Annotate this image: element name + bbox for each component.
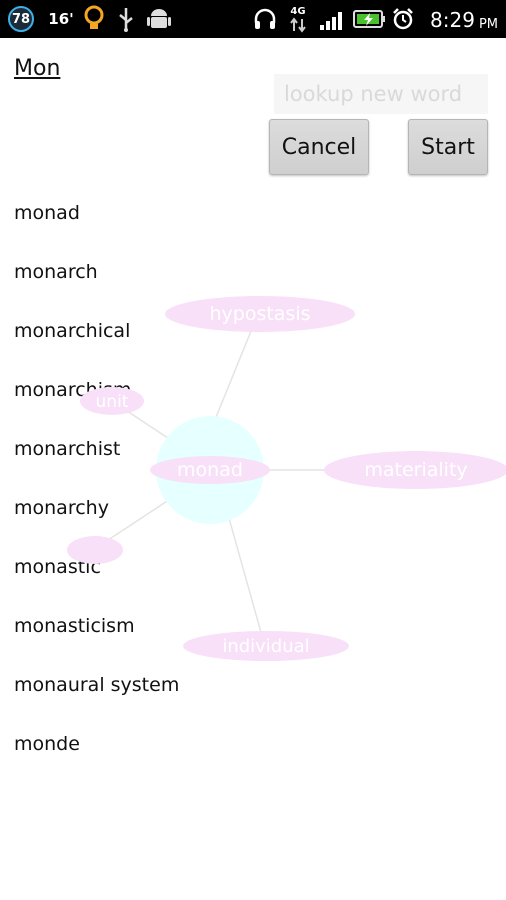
alarm-icon (390, 0, 416, 38)
lightbulb-icon (80, 0, 108, 38)
battery-charging-icon (352, 0, 388, 38)
data-arrows-icon: 4G (286, 0, 310, 38)
headphones-icon (252, 0, 278, 38)
signal-icon (318, 0, 348, 38)
start-button[interactable]: Start (408, 119, 488, 175)
cancel-button[interactable]: Cancel (269, 119, 369, 175)
list-item[interactable]: monasticism (14, 615, 135, 637)
list-item[interactable]: monastic (14, 556, 101, 578)
lookup-input[interactable] (274, 74, 488, 114)
query-link[interactable]: Mon (14, 56, 61, 81)
list-item[interactable]: monad (14, 202, 80, 224)
list-item[interactable]: monaural system (14, 674, 180, 696)
dictionary-screen: Mon Cancel Start monad monarch monarchic… (0, 38, 506, 900)
list-item[interactable]: monarchism (14, 379, 132, 401)
usb-icon (114, 0, 138, 38)
word-list: monad monarch monarchical monarchism mon… (0, 186, 506, 776)
android-icon (146, 0, 172, 38)
list-item[interactable]: monde (14, 733, 80, 755)
list-item[interactable]: monarchist (14, 438, 121, 460)
notification-badge: 78 (8, 6, 34, 32)
list-item[interactable]: monarchy (14, 497, 109, 519)
list-item[interactable]: monarch (14, 261, 98, 283)
list-item[interactable]: monarchical (14, 320, 131, 342)
temperature: 16' (48, 10, 74, 28)
